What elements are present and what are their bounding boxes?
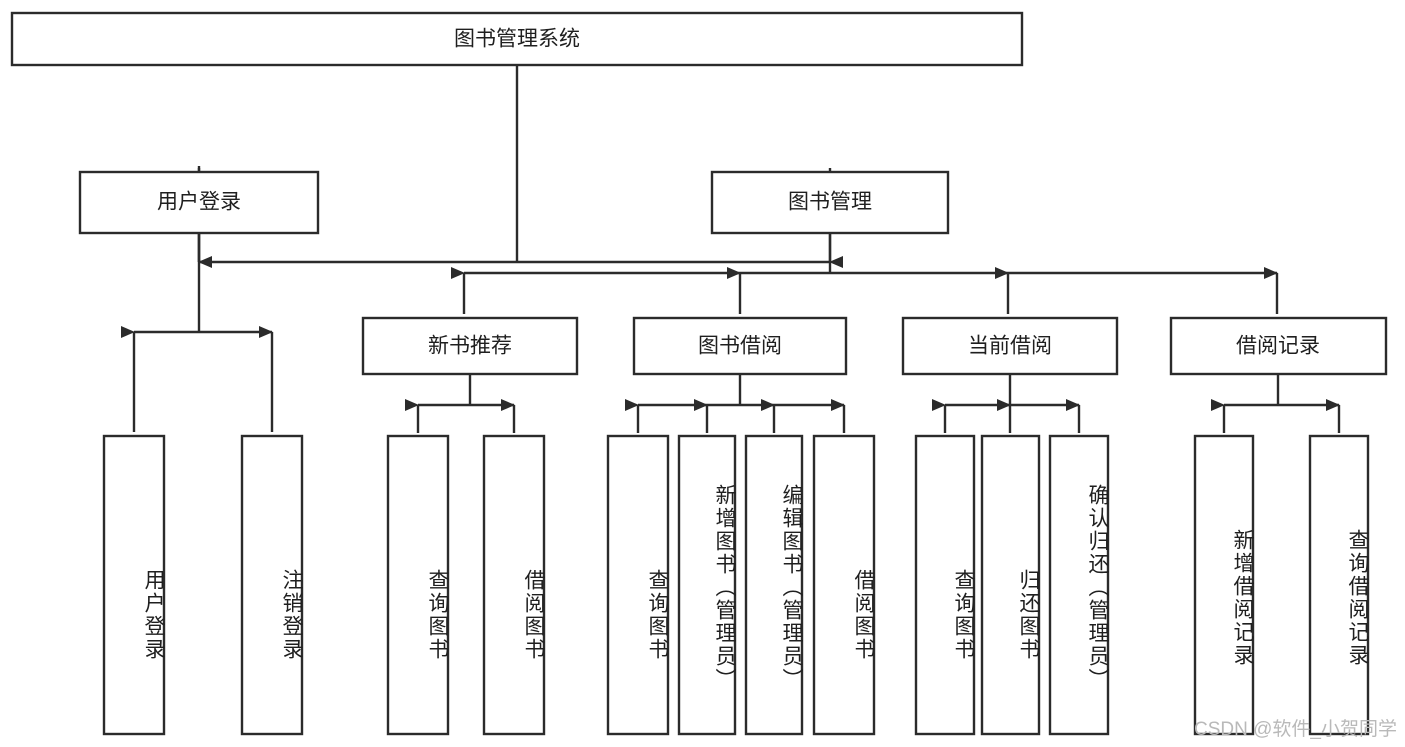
node-box-leaf-borrow-book-2[interactable] bbox=[812, 434, 876, 736]
node-box-borrow-record[interactable] bbox=[1169, 316, 1388, 376]
connector-group-borrow-record bbox=[1211, 374, 1341, 433]
node-label-borrow-record: 借阅记录 bbox=[1236, 335, 1320, 358]
node-label-title: 图书管理系统 bbox=[454, 28, 580, 51]
connector-group-new-book-recommend bbox=[405, 374, 516, 433]
csdn-watermark: CSDN @软件_小贺同学 bbox=[1194, 719, 1397, 740]
node-book-manage[interactable]: 图书管理 bbox=[710, 170, 950, 235]
node-box-leaf-return-book[interactable] bbox=[980, 434, 1041, 736]
connector-group-current-borrow bbox=[932, 374, 1081, 433]
node-box-leaf-edit-book[interactable] bbox=[744, 434, 804, 736]
connector-group-book-borrow bbox=[625, 374, 846, 433]
node-box-title[interactable] bbox=[10, 11, 1024, 67]
node-box-current-borrow[interactable] bbox=[901, 316, 1119, 376]
leaf-boxes bbox=[102, 434, 1370, 736]
node-box-leaf-borrow-book-1[interactable] bbox=[482, 434, 546, 736]
node-box-leaf-add-book[interactable] bbox=[677, 434, 737, 736]
node-box-leaf-query-book-3[interactable] bbox=[914, 434, 976, 736]
node-box-leaf-query-book-2[interactable] bbox=[606, 434, 670, 736]
node-label-user-login: 用户登录 bbox=[157, 191, 241, 214]
node-book-borrow[interactable]: 图书借阅 bbox=[632, 316, 848, 376]
connector-group-book-manage bbox=[451, 233, 1279, 314]
node-box-leaf-query-book-1[interactable] bbox=[386, 434, 450, 736]
node-title[interactable]: 图书管理系统 bbox=[10, 11, 1024, 67]
node-new-book-recommend[interactable]: 新书推荐 bbox=[361, 316, 579, 376]
node-current-borrow[interactable]: 当前借阅 bbox=[901, 316, 1119, 376]
node-label-current-borrow: 当前借阅 bbox=[968, 335, 1052, 358]
node-borrow-record[interactable]: 借阅记录 bbox=[1169, 316, 1388, 376]
node-box-leaf-confirm-return[interactable] bbox=[1048, 434, 1110, 736]
node-box-new-book-recommend[interactable] bbox=[361, 316, 579, 376]
node-box-book-borrow[interactable] bbox=[632, 316, 848, 376]
node-box-book-manage[interactable] bbox=[710, 170, 950, 235]
node-label-book-manage: 图书管理 bbox=[788, 191, 872, 214]
node-box-leaf-user-login[interactable] bbox=[102, 434, 166, 736]
connector-group-user-login bbox=[121, 233, 274, 432]
node-box-leaf-add-record[interactable] bbox=[1193, 434, 1255, 736]
node-box-leaf-user-logout[interactable] bbox=[240, 434, 304, 736]
node-label-book-borrow: 图书借阅 bbox=[698, 335, 782, 358]
node-label-new-book-recommend: 新书推荐 bbox=[428, 335, 512, 358]
node-box-user-login[interactable] bbox=[78, 170, 320, 235]
node-user-login[interactable]: 用户登录 bbox=[78, 170, 320, 235]
node-box-leaf-query-record[interactable] bbox=[1308, 434, 1370, 736]
